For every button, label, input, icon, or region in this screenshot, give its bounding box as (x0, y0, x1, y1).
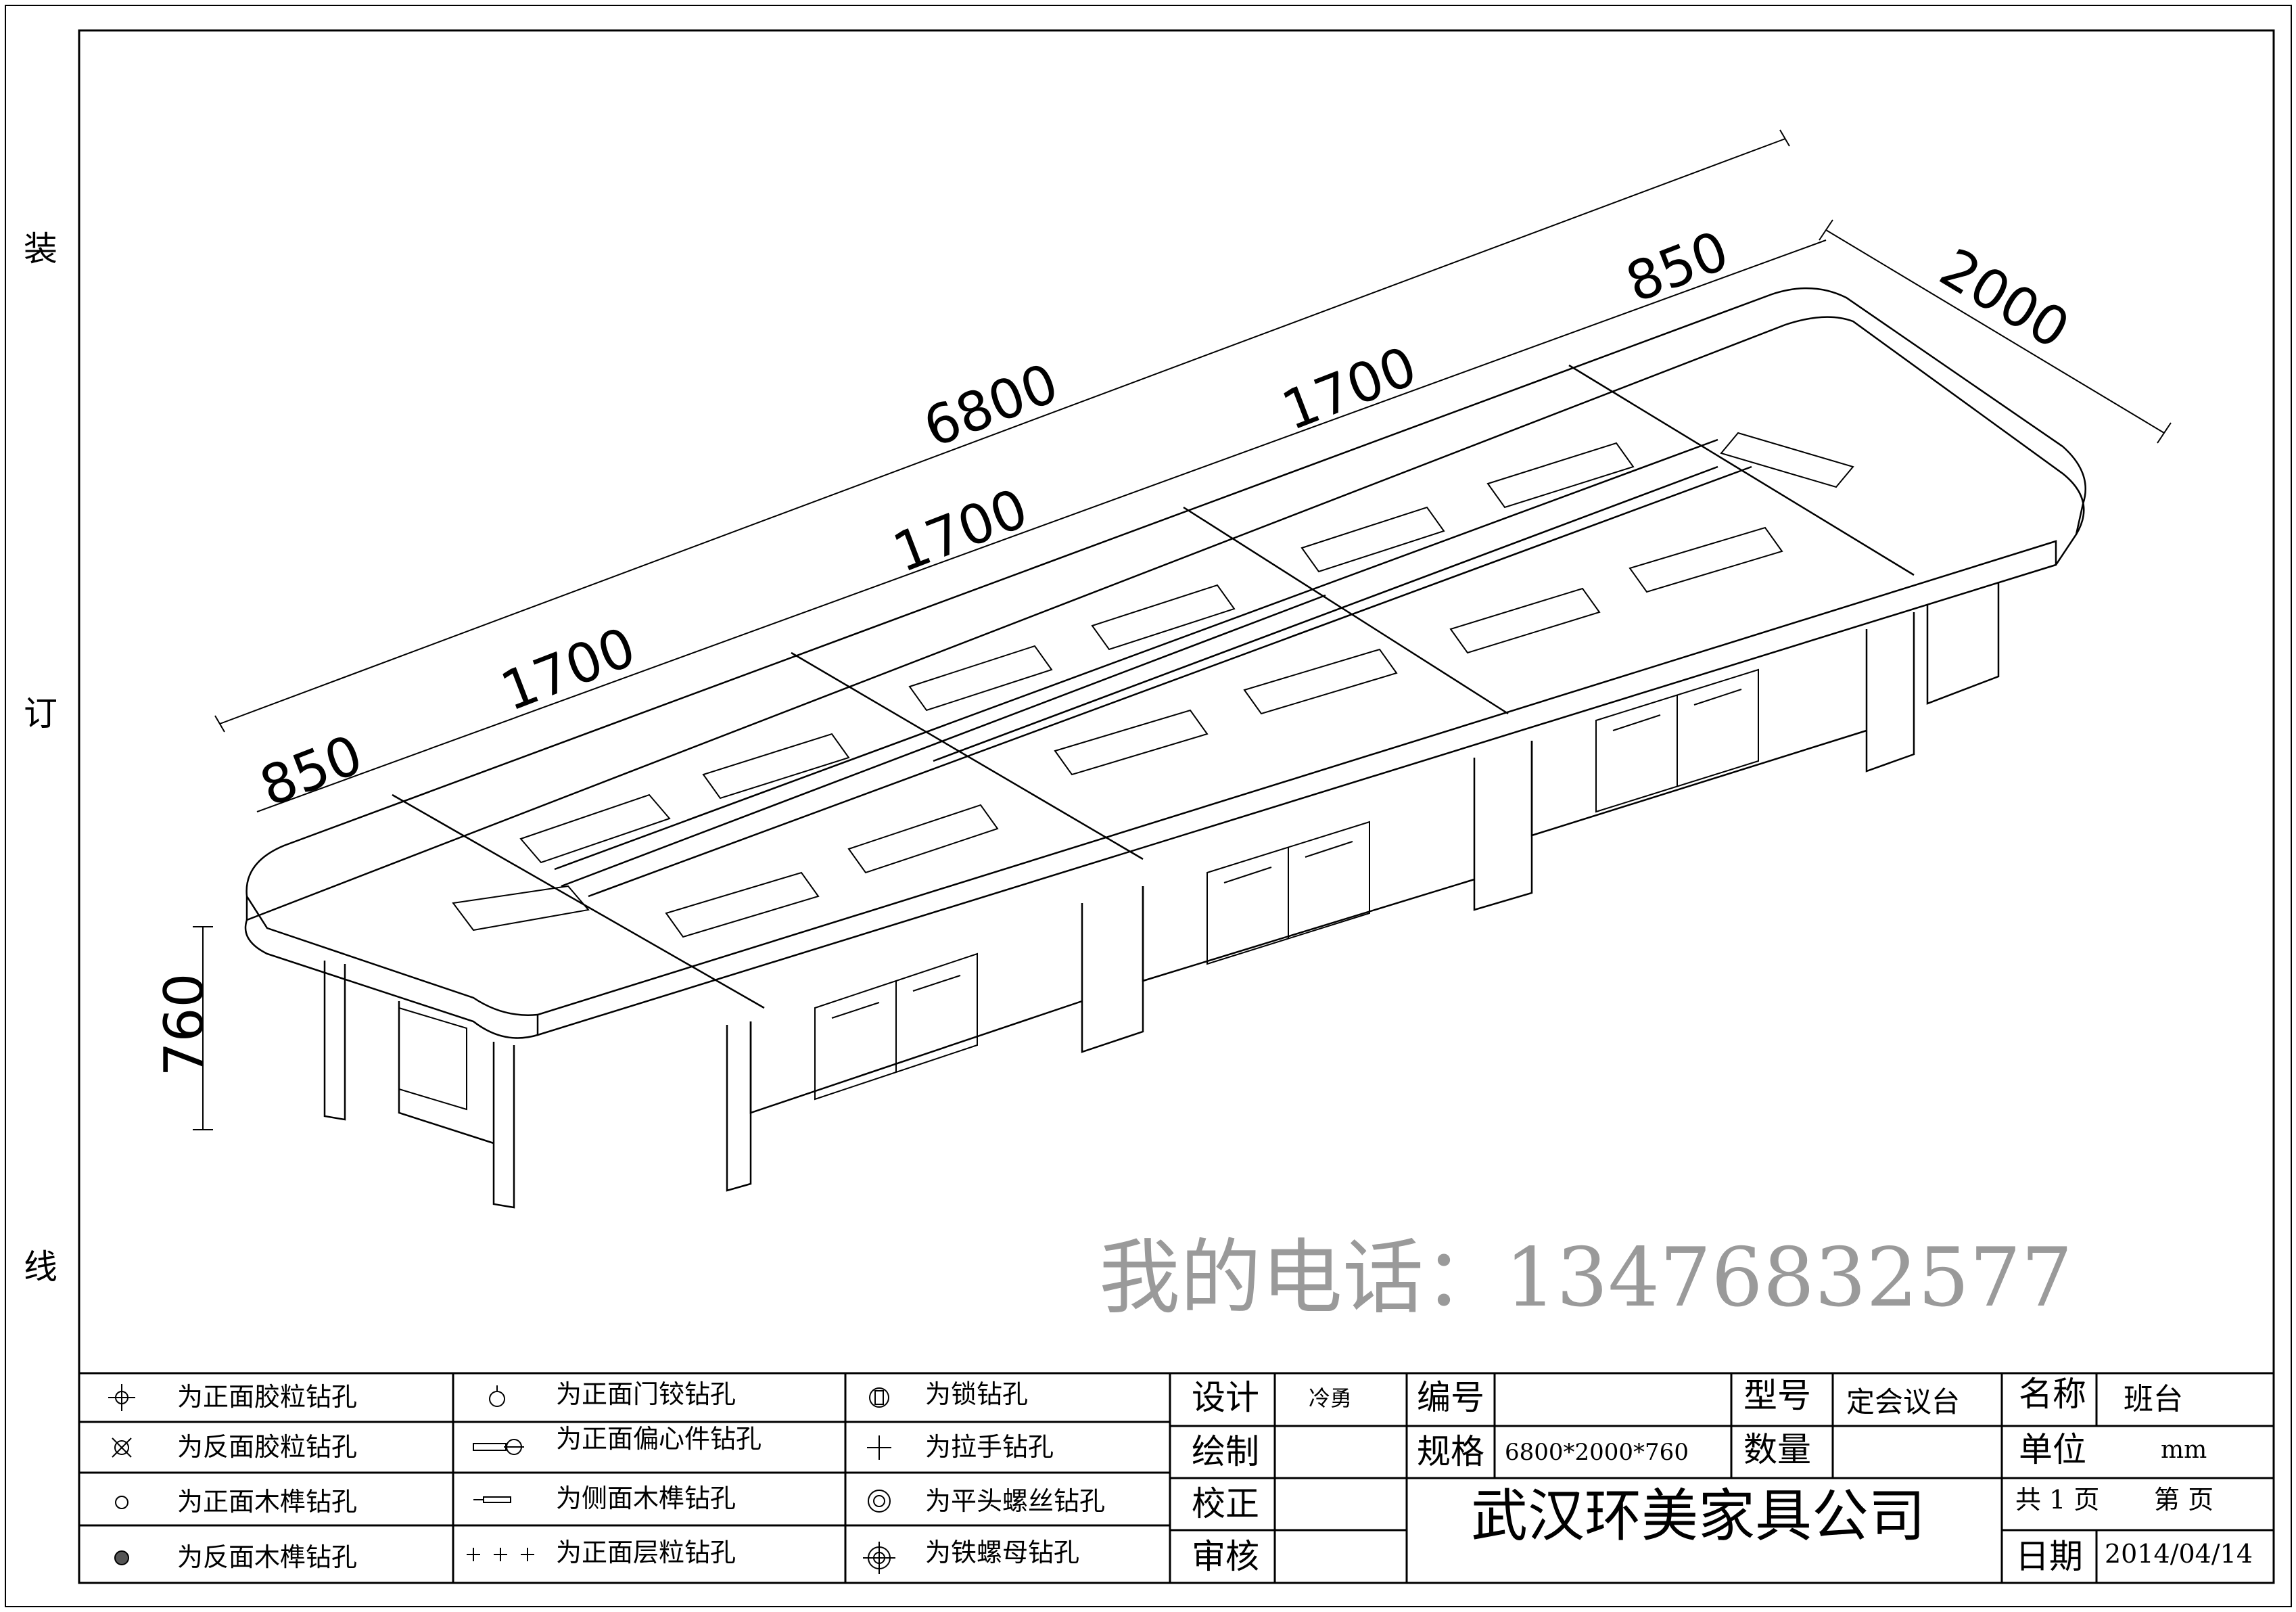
table-top-edge (245, 287, 2086, 1035)
legend-3-4: 为铁螺母钻孔 (925, 1538, 1079, 1567)
company-name: 武汉环美家具公司 (1471, 1483, 1925, 1549)
design-label: 设计 (1192, 1378, 1259, 1417)
back-glue-hole-icon (112, 1437, 132, 1458)
margin-char-xian: 线 (24, 1247, 57, 1287)
date-value: 2014/04/14 (2105, 1539, 2253, 1569)
page-no: 第 页 (2154, 1485, 2213, 1515)
top-module-seams (392, 364, 1915, 1009)
legend-2-3: 为侧面木榫钻孔 (556, 1483, 736, 1513)
dim-module-2: 1700 (885, 476, 1035, 584)
draw-label: 绘制 (1192, 1432, 1259, 1471)
legend-3-1: 为锁钻孔 (925, 1379, 1028, 1409)
legend-3-3: 为平头螺丝钻孔 (925, 1486, 1105, 1516)
unit-label: 单位 (2019, 1430, 2086, 1469)
legend-1-3: 为正面木榫钻孔 (177, 1487, 357, 1517)
name-value: 班台 (2124, 1382, 2183, 1417)
type-value: 定会议台 (1846, 1385, 1960, 1419)
table-legs (323, 582, 2000, 1209)
margin-char-ding: 订 (24, 694, 57, 733)
date-label: 日期 (2015, 1537, 2083, 1576)
front-glue-hole-icon (108, 1384, 135, 1411)
legend-2-2: 为正面偏心件钻孔 (556, 1424, 762, 1454)
dim-end-right: 850 (1618, 219, 1737, 315)
margin-char-zhuang: 装 (24, 229, 57, 269)
lock-hole-icon (869, 1387, 889, 1408)
hinge-hole-icon (489, 1385, 505, 1407)
iron-nut-hole-icon (863, 1542, 895, 1574)
design-value: 冷勇 (1309, 1385, 1352, 1411)
type-label: 型号 (1743, 1376, 1811, 1415)
legend-1-1: 为正面胶粒钻孔 (177, 1382, 357, 1412)
qty-label: 数量 (1743, 1430, 1811, 1469)
check-label: 校正 (1192, 1484, 1259, 1523)
pages-total: 共 1 页 (2015, 1485, 2099, 1515)
front-dowel-hole-icon (115, 1496, 128, 1509)
outer-frame (5, 5, 2292, 1607)
review-label: 审核 (1192, 1537, 1259, 1576)
dimension-lines (193, 129, 2172, 1130)
back-dowel-hole-icon (114, 1550, 129, 1565)
cabinets (398, 668, 1759, 1111)
code-label: 编号 (1417, 1378, 1484, 1417)
conference-table-drawing (193, 129, 2172, 1209)
layer-hole-icon (467, 1548, 534, 1561)
dim-module-1: 1700 (492, 615, 643, 723)
cam-hole-icon (473, 1439, 524, 1455)
bottom-table-grid (78, 1372, 2275, 1584)
spec-value: 6800*2000*760 (1505, 1439, 1689, 1466)
legend-2-4: 为正面层粒钻孔 (556, 1538, 736, 1567)
legend-3-2: 为拉手钻孔 (925, 1432, 1054, 1462)
legend-1-4: 为反面木榫钻孔 (177, 1542, 357, 1572)
phone-watermark: 我的电话：13476832577 (1099, 1231, 2073, 1325)
legend-1-2: 为反面胶粒钻孔 (177, 1432, 357, 1462)
side-dowel-hole-icon (473, 1496, 511, 1503)
dim-height: 760 (153, 973, 216, 1077)
drawing-border (78, 29, 2275, 1584)
dim-end-left: 850 (252, 723, 371, 819)
handle-hole-icon (867, 1435, 891, 1460)
dim-module-3: 1700 (1273, 334, 1424, 442)
legend-2-1: 为正面门铰钻孔 (556, 1379, 736, 1409)
legend-symbols (108, 1384, 895, 1574)
spec-label: 规格 (1417, 1432, 1484, 1471)
dim-overall-length: 6800 (915, 351, 1066, 459)
flat-screw-hole-icon (868, 1490, 891, 1513)
name-label: 名称 (2019, 1375, 2086, 1414)
unit-value: mm (2161, 1436, 2207, 1464)
dim-depth: 2000 (1929, 236, 2080, 361)
grommet-cutouts (452, 432, 1854, 938)
